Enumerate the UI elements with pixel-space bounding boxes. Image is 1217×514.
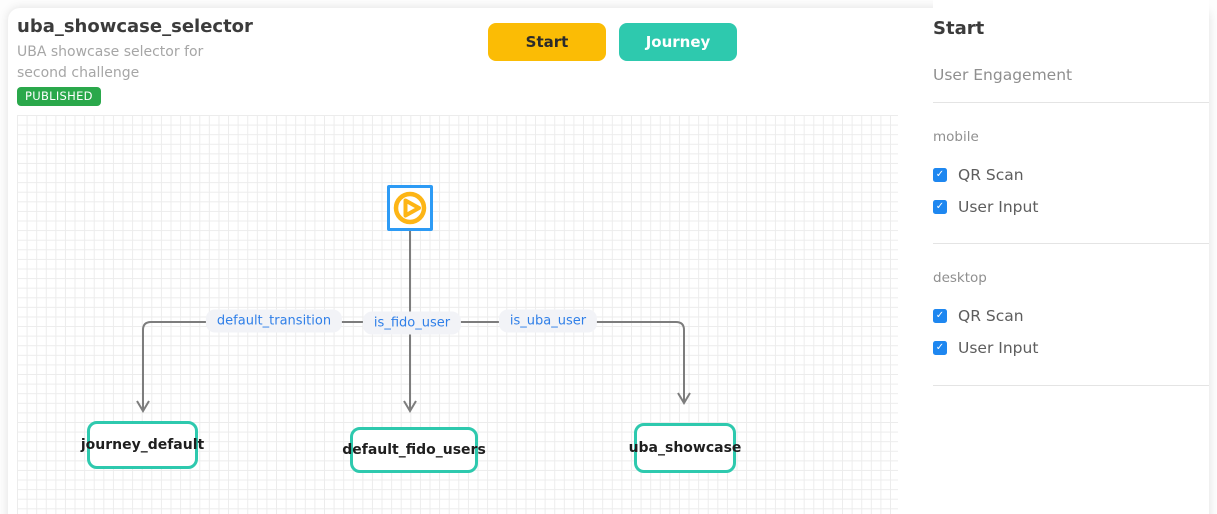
checkbox-label: User Input <box>958 339 1039 357</box>
divider <box>933 243 1209 244</box>
checkbox-label: User Input <box>958 198 1039 216</box>
node-properties-panel: Start User Engagement mobile ✓ QR Scan ✓… <box>933 0 1209 514</box>
edge-label-is-uba-user[interactable]: is_uba_user <box>498 309 598 333</box>
page-title: uba_showcase_selector <box>17 16 253 37</box>
checkbox-checked-icon[interactable]: ✓ <box>933 200 947 214</box>
checkbox-checked-icon[interactable]: ✓ <box>933 168 947 182</box>
start-button[interactable]: Start <box>488 23 606 61</box>
status-badge: PUBLISHED <box>17 87 101 106</box>
edge-label-default-transition[interactable]: default_transition <box>205 309 343 333</box>
section-label-desktop: desktop <box>933 270 987 286</box>
journey-button[interactable]: Journey <box>619 23 737 61</box>
checkbox-checked-icon[interactable]: ✓ <box>933 341 947 355</box>
flow-canvas[interactable]: default_transition is_fido_user is_uba_u… <box>17 115 898 514</box>
checkbox-label: QR Scan <box>958 166 1024 184</box>
divider <box>933 102 1209 103</box>
section-label-mobile: mobile <box>933 129 979 145</box>
checkbox-row-desktop-user-input[interactable]: ✓ User Input <box>933 339 1038 357</box>
page-subtitle: UBA showcase selector for second challen… <box>17 44 204 81</box>
divider <box>933 385 1209 386</box>
checkbox-row-mobile-user-input[interactable]: ✓ User Input <box>933 198 1038 216</box>
edge-label-is-fido-user[interactable]: is_fido_user <box>362 311 462 335</box>
node-journey-default[interactable]: journey_default <box>81 421 204 469</box>
panel-title: Start <box>933 18 985 39</box>
checkbox-label: QR Scan <box>958 307 1024 325</box>
start-node[interactable] <box>387 185 433 231</box>
play-icon <box>391 189 429 227</box>
node-uba-showcase[interactable]: uba_showcase <box>629 423 741 473</box>
checkbox-row-desktop-qr-scan[interactable]: ✓ QR Scan <box>933 307 1024 325</box>
checkbox-checked-icon[interactable]: ✓ <box>933 309 947 323</box>
checkbox-row-mobile-qr-scan[interactable]: ✓ QR Scan <box>933 166 1024 184</box>
panel-subtitle: User Engagement <box>933 66 1073 84</box>
node-default-fido-users[interactable]: default_fido_users <box>342 427 486 473</box>
